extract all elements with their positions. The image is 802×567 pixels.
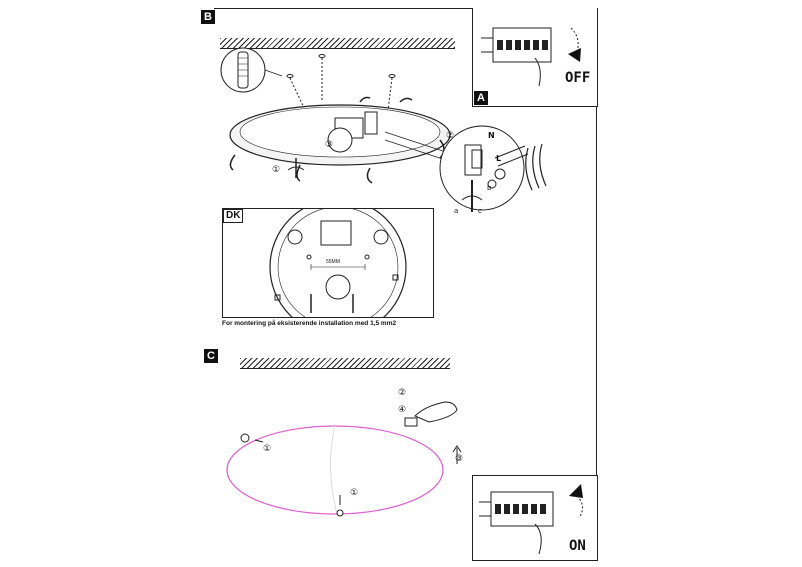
ceiling-hatch-b [220,38,455,49]
wire-label-c: c [478,207,482,215]
dk-baseplate-diagram [269,209,407,317]
mounting-illustration-b [220,47,547,212]
c-step-marker-4: ④ [398,405,407,415]
c-step-marker-1a: ① [263,444,272,454]
wire-label-a: a [454,207,459,215]
on-label: ON [569,538,586,554]
breaker-box-icon [481,27,552,87]
section-c-badge: C [204,349,218,363]
top-rule [214,8,596,9]
wire-label-b: b [487,184,492,192]
ceiling-hatch-c [240,358,450,369]
panel-a-badge: A [474,91,488,105]
c-step-marker-2: ② [398,388,407,398]
breaker-box-icon-on [479,491,554,555]
dk-tag: DK [223,209,244,223]
switch-on-arrow-icon [569,484,583,519]
c-step-marker-3: ③ [455,454,464,464]
dk-caption: For montering på eksisterende installati… [222,320,397,327]
dk-detail-panel: DK 55MM [222,208,434,318]
glass-diffuser-illustration [226,401,462,517]
wire-label-n: N [488,131,495,140]
step-marker-2: ② [446,131,455,141]
dk-dimension-label: 55MM [326,259,340,265]
section-b-badge: B [201,10,215,24]
off-label: OFF [565,70,591,86]
switch-off-arrow-icon [568,27,581,62]
page-right-border [596,8,597,560]
step-marker-1: ① [272,165,281,175]
c-step-marker-1b: ① [350,488,359,498]
step-marker-3: ③ [325,140,334,150]
breaker-on-panel: ON [472,475,598,561]
breaker-off-panel: OFF [472,8,598,107]
wire-label-l: L [496,154,502,163]
